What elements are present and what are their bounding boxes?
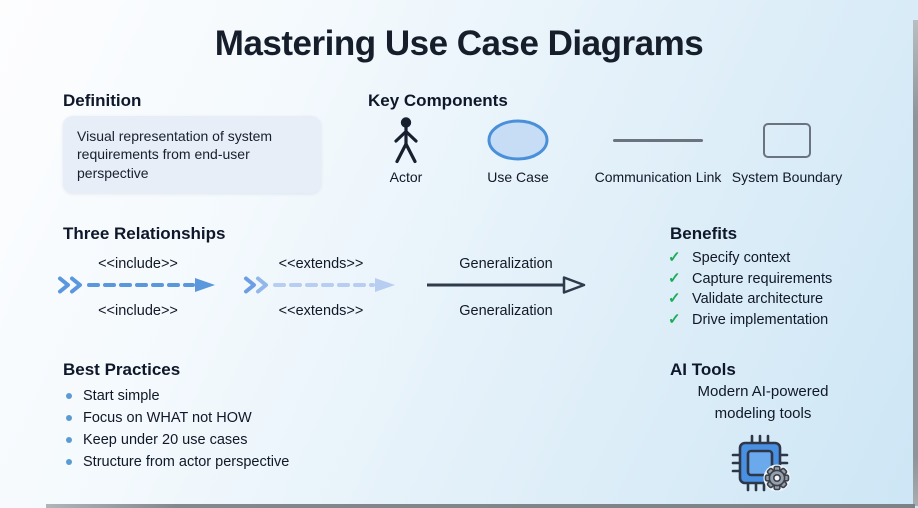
list-item: ✓ Specify context — [668, 249, 791, 266]
extends-bottom-label: <<extends>> — [278, 303, 364, 319]
generalization-bottom-label: Generalization — [459, 303, 553, 319]
list-item: ✓ Validate architecture — [668, 290, 824, 307]
slide-shadow-right — [913, 20, 918, 506]
include-bottom-label: <<include>> — [98, 303, 178, 319]
generalization-arrow-icon — [425, 275, 587, 295]
system-boundary-label: System Boundary — [731, 169, 843, 185]
list-item: ✓ Capture requirements — [668, 269, 833, 287]
relationships-heading: Three Relationships — [63, 224, 226, 243]
actor-label: Actor — [389, 169, 423, 185]
benefits-heading: Benefits — [670, 224, 738, 243]
list-item: Structure from actor perspective — [66, 452, 289, 474]
use-case-label: Use Case — [487, 169, 549, 185]
list-item: ✓ Drive implementation — [668, 310, 829, 328]
slide-shadow-bottom — [46, 504, 915, 508]
extends-arrow-icon — [243, 275, 399, 295]
list-item: Start simple — [66, 386, 289, 408]
check-icon: ✓ — [668, 269, 681, 287]
component-system-boundary: System Boundary — [713, 114, 861, 185]
actor-icon — [389, 114, 423, 166]
list-item: Focus on WHAT not HOW — [66, 408, 289, 430]
definition-heading: Definition — [63, 91, 142, 110]
communication-link-label: Communication Link — [594, 169, 722, 185]
relationship-extends: <<extends>> <<extends>> — [242, 256, 400, 319]
system-boundary-icon — [763, 114, 811, 166]
definition-box: Visual representation of system requirem… — [63, 116, 321, 194]
bullet-icon — [66, 393, 72, 399]
extends-top-label: <<extends>> — [278, 256, 364, 272]
component-use-case: Use Case — [458, 114, 578, 185]
bullet-icon — [66, 415, 72, 421]
benefits-list: ✓ Specify context ✓ Capture requirements… — [668, 248, 832, 330]
include-arrow-icon — [57, 275, 219, 295]
key-components-heading: Key Components — [368, 91, 508, 110]
relationship-include: <<include>> <<include>> — [56, 256, 220, 319]
check-icon: ✓ — [668, 310, 681, 328]
check-icon: ✓ — [668, 249, 681, 266]
list-item: Keep under 20 use cases — [66, 430, 289, 452]
component-communication-link: Communication Link — [583, 114, 733, 185]
relationship-generalization: Generalization Generalization — [424, 256, 588, 319]
component-actor: Actor — [370, 114, 442, 185]
bullet-icon — [66, 437, 72, 443]
chip-gear-icon — [731, 434, 793, 492]
best-practices-list: Start simple Focus on WHAT not HOW Keep … — [66, 386, 289, 474]
include-top-label: <<include>> — [98, 256, 178, 272]
bullet-icon — [66, 459, 72, 465]
communication-link-icon — [613, 114, 703, 166]
ai-tools-heading: AI Tools — [670, 360, 736, 379]
generalization-top-label: Generalization — [459, 256, 553, 272]
ai-tools-text: Modern AI-powered modeling tools — [697, 383, 829, 422]
use-case-icon — [486, 114, 550, 166]
page-title: Mastering Use Case Diagrams — [214, 24, 704, 63]
check-icon: ✓ — [668, 290, 681, 307]
best-practices-heading: Best Practices — [63, 360, 181, 379]
